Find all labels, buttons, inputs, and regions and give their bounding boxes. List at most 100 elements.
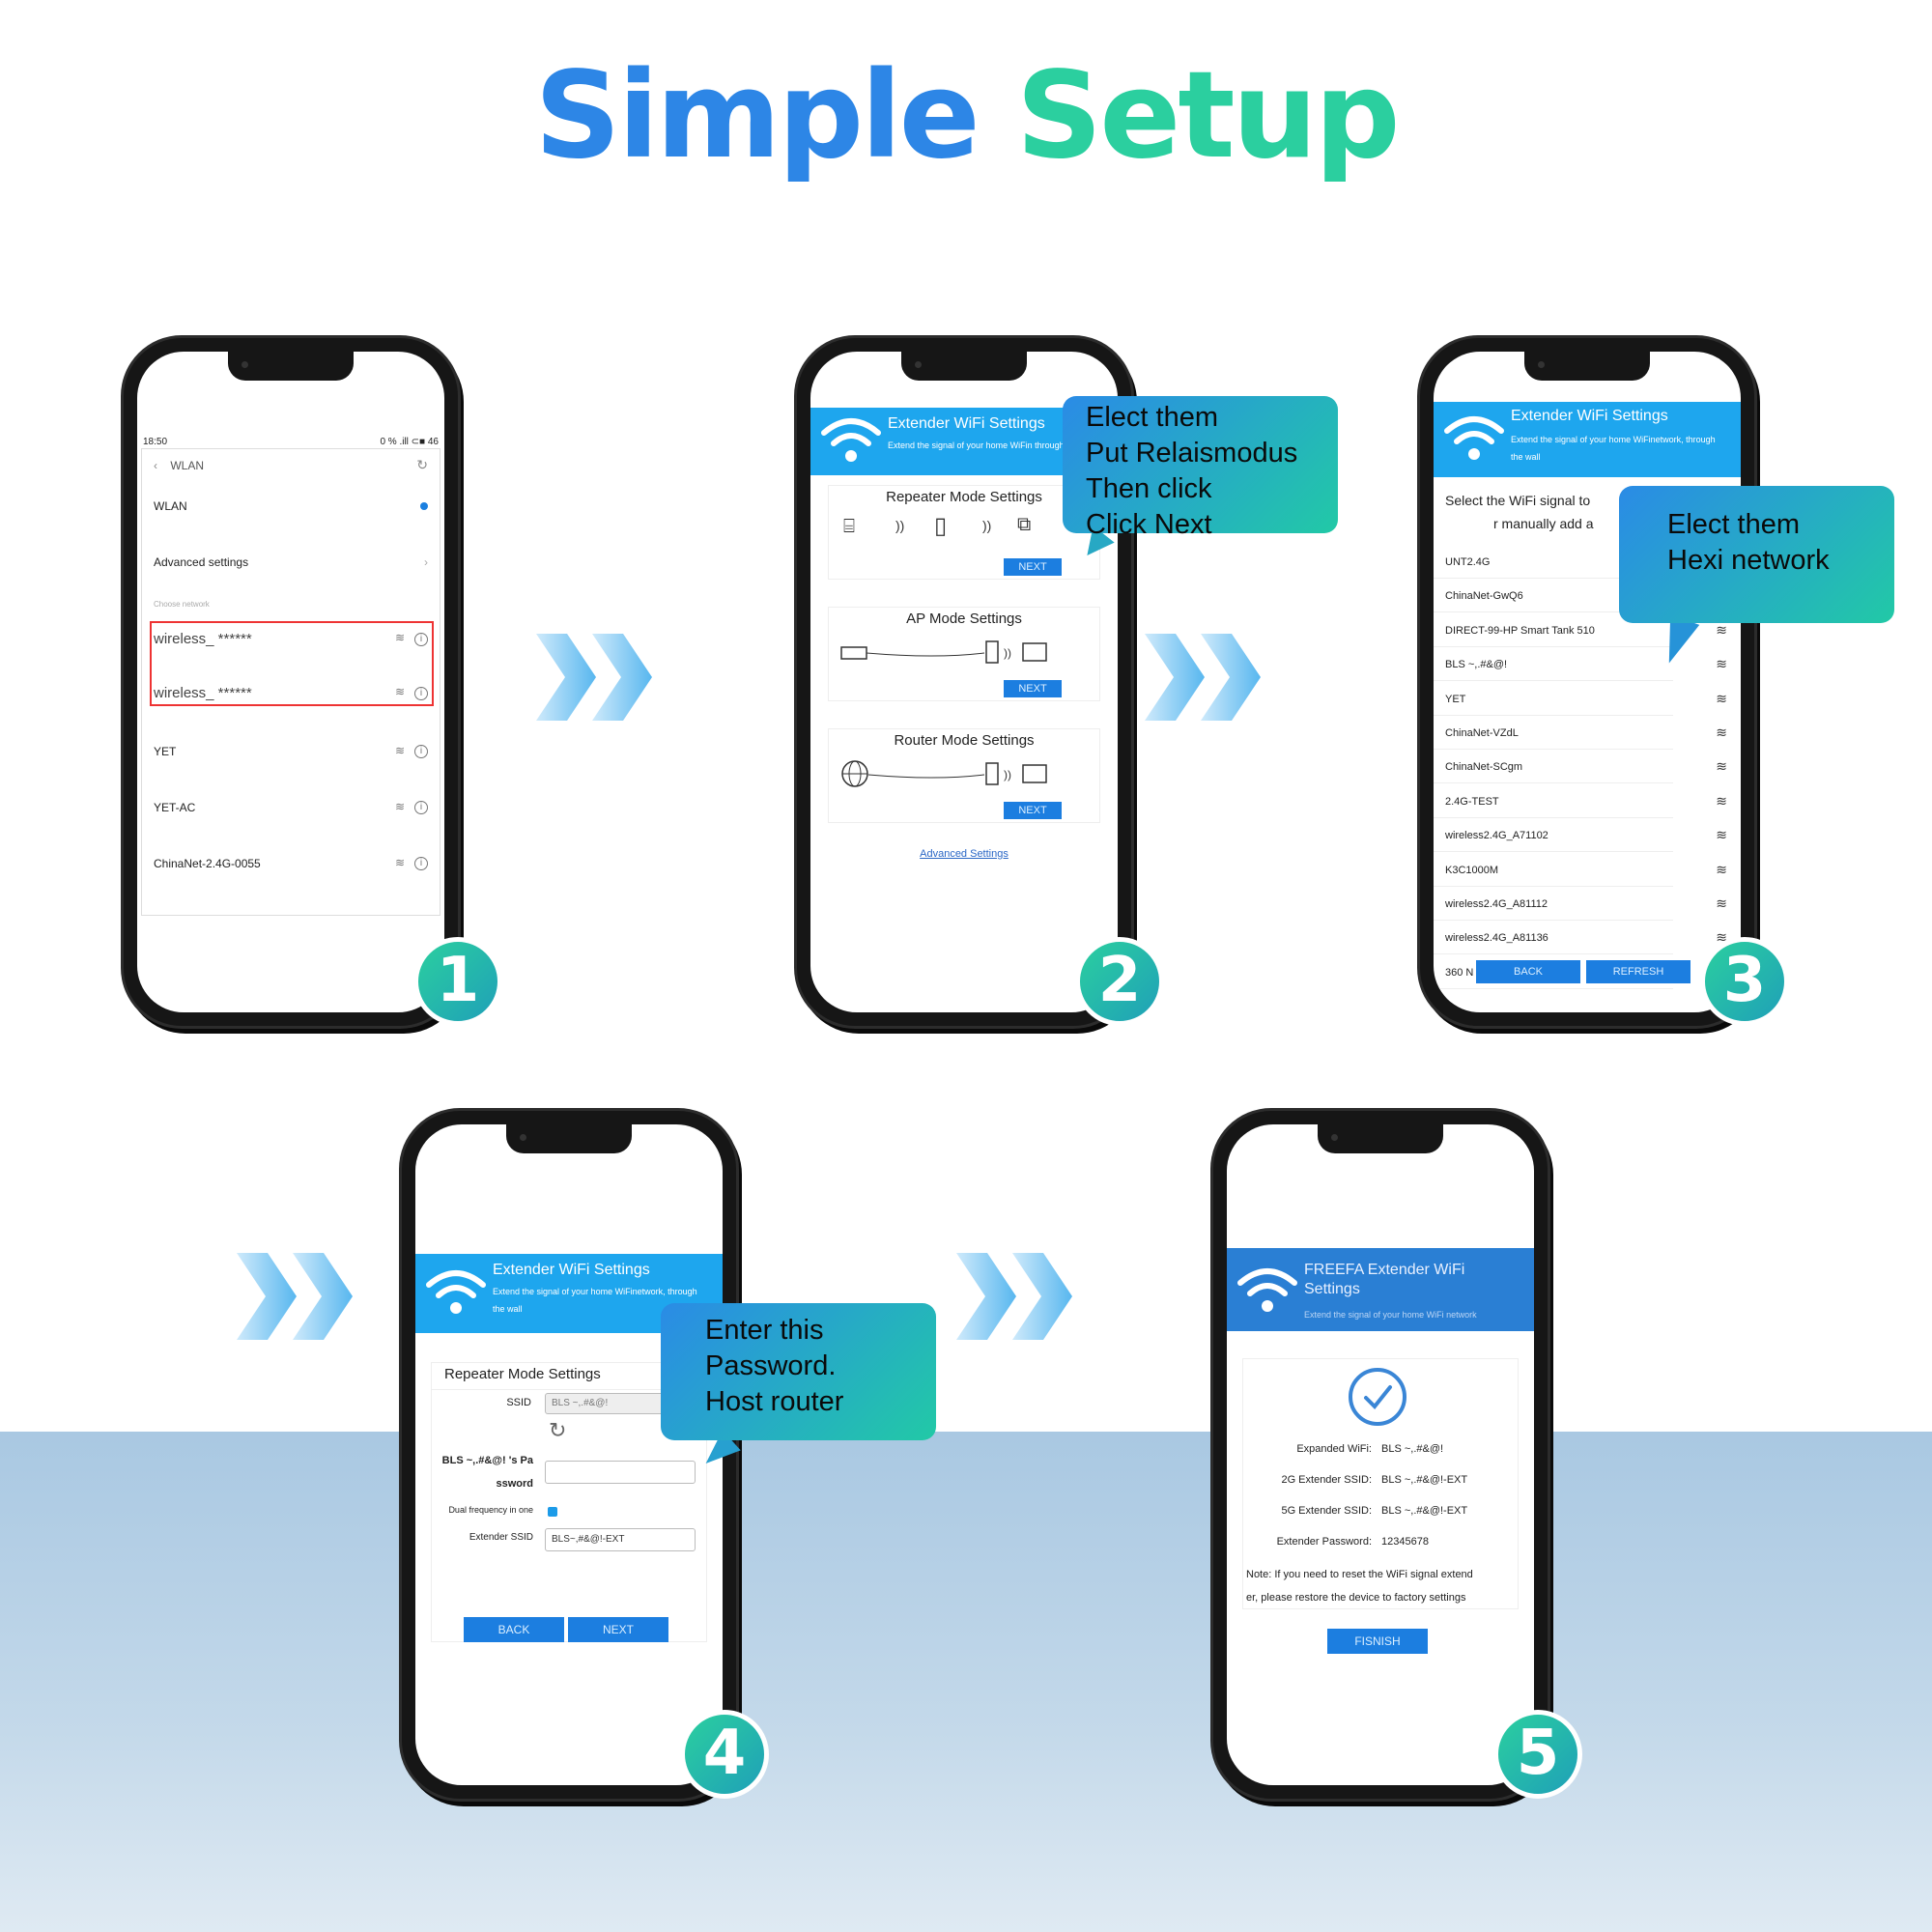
signal-icon: )) bbox=[895, 518, 905, 533]
header-subtitle: Extend the signal of your home WiFinetwo… bbox=[1511, 435, 1716, 462]
network-item[interactable]: UNT2.4G bbox=[1445, 556, 1491, 568]
callout-line: Enter this bbox=[705, 1315, 824, 1346]
page-title: Simple Setup bbox=[0, 46, 1932, 185]
network-item[interactable]: DIRECT-99-HP Smart Tank 510 bbox=[1445, 624, 1595, 637]
reset-note: er, please restore the device to factory… bbox=[1246, 1592, 1466, 1604]
refresh-button[interactable]: REFRESH bbox=[1586, 960, 1690, 983]
chevron-left-icon[interactable]: ‹ bbox=[154, 459, 157, 472]
router-mode-diagram: )) bbox=[841, 760, 1047, 787]
header-title: Extender WiFi Settings bbox=[1511, 408, 1668, 424]
back-button[interactable]: BACK bbox=[464, 1617, 564, 1642]
next-button[interactable]: NEXT bbox=[1004, 802, 1062, 819]
extender-ssid-label: Extender SSID bbox=[469, 1532, 533, 1543]
network-item[interactable]: YET ≋ i bbox=[154, 744, 428, 758]
divider bbox=[1434, 987, 1673, 989]
info-icon[interactable]: i bbox=[414, 745, 428, 758]
network-item[interactable]: 2.4G-TEST bbox=[1445, 795, 1499, 808]
finish-button[interactable]: FISNISH bbox=[1327, 1629, 1428, 1654]
chevron-right-small-icon: › bbox=[424, 555, 428, 569]
network-item[interactable]: ChinaNet-VZdL bbox=[1445, 727, 1519, 739]
wlan-label: WLAN bbox=[154, 499, 187, 513]
phone-step-4: Extender WiFi Settings Extend the signal… bbox=[402, 1111, 769, 1799]
password-label: BLS ~,.#&@! 's Pa ssword bbox=[433, 1449, 533, 1495]
header-title: Extender WiFi Settings bbox=[493, 1262, 650, 1278]
result-value: 12345678 bbox=[1381, 1536, 1429, 1548]
result-label: 2G Extender SSID: bbox=[1281, 1474, 1372, 1486]
network-item[interactable]: YET-AC ≋ i bbox=[154, 800, 428, 814]
phone-step-1: 18:50 0 % .ill ⊂■ 46 ‹ WLAN ↻ WLAN Advan… bbox=[124, 338, 502, 1026]
check-circle-icon bbox=[1349, 1368, 1406, 1426]
callout-line: Click Next bbox=[1086, 509, 1212, 540]
refresh-icon[interactable]: ↻ bbox=[549, 1418, 567, 1442]
wifi-signal-icon: ≋ bbox=[1716, 621, 1727, 638]
dual-frequency-checkbox[interactable] bbox=[548, 1507, 557, 1517]
background-lower-panel bbox=[0, 1432, 1932, 1932]
info-icon[interactable]: i bbox=[414, 857, 428, 870]
wlan-toggle[interactable] bbox=[420, 502, 428, 510]
result-panel bbox=[1242, 1358, 1519, 1609]
chevron-right-icon bbox=[536, 634, 652, 721]
network-item[interactable]: wireless_ ****** ≋ i bbox=[154, 631, 428, 647]
wlan-toggle-row[interactable]: WLAN bbox=[154, 499, 428, 513]
back-button[interactable]: BACK bbox=[1476, 960, 1580, 983]
wifi-logo-icon bbox=[821, 418, 881, 462]
wifi-logo-icon bbox=[1237, 1268, 1297, 1312]
info-icon[interactable]: i bbox=[414, 801, 428, 814]
select-wifi-text: Select the WiFi signal to bbox=[1445, 493, 1591, 508]
advanced-settings-link[interactable]: Advanced Settings bbox=[920, 848, 1009, 860]
refresh-icon[interactable]: ↻ bbox=[416, 457, 428, 472]
network-item[interactable]: wireless2.4G_A81112 bbox=[1445, 898, 1548, 910]
wifi-signal-icon: ≋ bbox=[1716, 895, 1727, 911]
next-button[interactable]: NEXT bbox=[1004, 558, 1062, 576]
nav-title: WLAN bbox=[170, 459, 205, 472]
callout-step-3: Elect them Hexi network bbox=[1619, 486, 1894, 623]
header-title: FREEFA Extender WiFi bbox=[1304, 1262, 1465, 1278]
callout-line: Hexi network bbox=[1667, 545, 1830, 576]
wifi-icon: ≋ bbox=[394, 631, 405, 644]
password-label-line: BLS ~,.#&@! 's Pa bbox=[441, 1455, 533, 1466]
network-item[interactable]: ChinaNet-GwQ6 bbox=[1445, 590, 1523, 603]
repeater-mode-title: Repeater Mode Settings bbox=[886, 489, 1042, 505]
password-input[interactable] bbox=[545, 1461, 696, 1484]
ap-mode-diagram: )) bbox=[840, 640, 1047, 664]
header-subtitle: Extend the signal of your home WiFin thr… bbox=[888, 440, 1096, 450]
step-badge-5: 5 bbox=[1493, 1710, 1582, 1799]
extender-ssid-input[interactable]: BLS~,#&@!-EXT bbox=[545, 1528, 696, 1551]
network-item[interactable]: wireless2.4G_A71102 bbox=[1445, 830, 1548, 842]
advanced-settings-row[interactable]: Advanced settings › bbox=[154, 555, 428, 569]
divider bbox=[1434, 920, 1673, 921]
extender-icon: ▯ bbox=[934, 513, 948, 539]
signal-icon: )) bbox=[982, 518, 992, 533]
network-item[interactable]: 360 N bbox=[1445, 966, 1474, 979]
extender-header: Extender WiFi Settings Extend the signal… bbox=[1434, 402, 1741, 477]
info-icon[interactable]: i bbox=[414, 633, 428, 646]
header-subtitle: Extend the signal of your home WiFi netw… bbox=[1304, 1310, 1477, 1320]
next-button[interactable]: NEXT bbox=[1004, 680, 1062, 697]
wifi-signal-icon: ≋ bbox=[1716, 827, 1727, 843]
network-item[interactable]: K3C1000M bbox=[1445, 864, 1499, 876]
svg-text:)): )) bbox=[1004, 646, 1011, 660]
next-button[interactable]: NEXT bbox=[568, 1617, 668, 1642]
header-title: Extender WiFi Settings bbox=[888, 415, 1045, 432]
network-item[interactable]: YET bbox=[1445, 693, 1466, 705]
phone-notch bbox=[506, 1124, 632, 1153]
network-item[interactable]: wireless_ ****** ≋ i bbox=[154, 685, 428, 701]
info-icon[interactable]: i bbox=[414, 687, 428, 700]
network-item[interactable]: BLS ~,.#&@! bbox=[1445, 659, 1508, 671]
wifi-signal-icon: ≋ bbox=[1716, 792, 1727, 809]
extender-header: Extender WiFi Settings Extend the signal… bbox=[415, 1254, 723, 1333]
advanced-label: Advanced settings bbox=[154, 555, 249, 569]
network-item[interactable]: ChinaNet-SCgm bbox=[1445, 761, 1523, 774]
phone-notch bbox=[1524, 352, 1650, 381]
callout-step-2: Elect them Put Relaismodus Then click Cl… bbox=[1063, 396, 1338, 540]
wifi-signal-icon: ≋ bbox=[1716, 929, 1727, 946]
status-bar: 18:50 0 % .ill ⊂■ 46 bbox=[143, 437, 439, 447]
network-item[interactable]: wireless2.4G_A81136 bbox=[1445, 932, 1548, 945]
wifi-signal-icon: ≋ bbox=[1716, 758, 1727, 775]
back-nav[interactable]: ‹ WLAN ↻ bbox=[154, 457, 428, 472]
callout-line: Host router bbox=[705, 1386, 844, 1417]
divider bbox=[1434, 885, 1673, 887]
select-wifi-text: r manually add a bbox=[1493, 516, 1594, 531]
network-item[interactable]: ChinaNet-2.4G-0055 ≋ i bbox=[154, 856, 428, 870]
chevron-right-icon bbox=[956, 1253, 1072, 1340]
